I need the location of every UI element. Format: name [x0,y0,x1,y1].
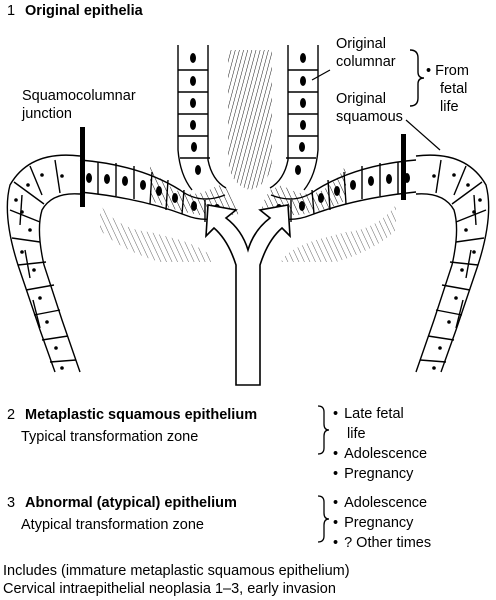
list-item: Adolescence [333,444,427,464]
section-3-title: Abnormal (atypical) epithelium [25,495,237,511]
section-1-number: 1 [7,3,16,19]
squamous-label-line-1: Original [336,91,386,107]
junction-marker-right [401,134,406,200]
section-2-title: Metaplastic squamous epithelium [25,407,258,423]
label-pointers [311,69,441,151]
section-3-subtitle: Atypical transformation zone [21,517,204,533]
columnar-label-line-1: Original [336,36,386,52]
right-squamous-epithelium [415,154,490,373]
original-columnar-label: Original columnar [336,35,396,71]
footer-line-2: Cervical intraepithelial neoplasia 1–3, … [3,581,336,597]
bullet-icon: • [426,63,432,79]
section-2-subtitle: Typical transformation zone [21,429,199,445]
left-columnar-column [177,45,227,191]
fetal-label-line-3: life [440,99,459,115]
list-item: life [347,426,366,442]
squamous-label-line-2: squamous [336,109,403,125]
section-3-heading: 3 Abnormal (atypical) epithelium [7,494,237,512]
footer-line-1: Includes (immature metaplastic squamous … [3,563,350,579]
columnar-label-line-2: columnar [336,54,396,70]
list-item: Pregnancy [333,513,431,533]
cervix-epithelia-diagram [6,45,490,386]
right-columnar-column [269,45,319,191]
junction-label-line-2: junction [22,106,72,122]
section-2-brace [317,405,330,455]
from-fetal-life-label: • From fetal life [426,62,469,116]
list-item: Pregnancy [333,464,427,484]
list-item: Late fetal [333,404,427,424]
section-2-bullets: Late fetal life Adolescence Pregnancy [333,404,427,484]
section-1-title: Original epithelia [25,3,143,19]
section-2-number: 2 [7,407,16,423]
section-1-heading: 1 Original epithelia [7,2,143,20]
section-3-number: 3 [7,495,16,511]
junction-marker-left [80,127,85,207]
section-2-heading: 2 Metaplastic squamous epithelium [7,406,257,424]
junction-label-line-1: Squamocolumnar [22,88,136,104]
list-item: Adolescence [333,493,431,513]
section-3-brace [317,495,330,543]
stroma-hatching [100,50,396,262]
list-item: ? Other times [333,533,431,553]
branching-arrow [205,204,291,386]
left-squamous-epithelium [6,154,81,373]
fetal-life-brace [409,49,425,107]
squamocolumnar-junction-label: Squamocolumnar junction [22,87,136,123]
fetal-label-line-2: fetal [440,81,468,97]
section-3-bullets: Adolescence Pregnancy ? Other times [333,493,431,553]
fetal-label-line-1: From [435,63,469,79]
original-squamous-label: Original squamous [336,90,403,126]
